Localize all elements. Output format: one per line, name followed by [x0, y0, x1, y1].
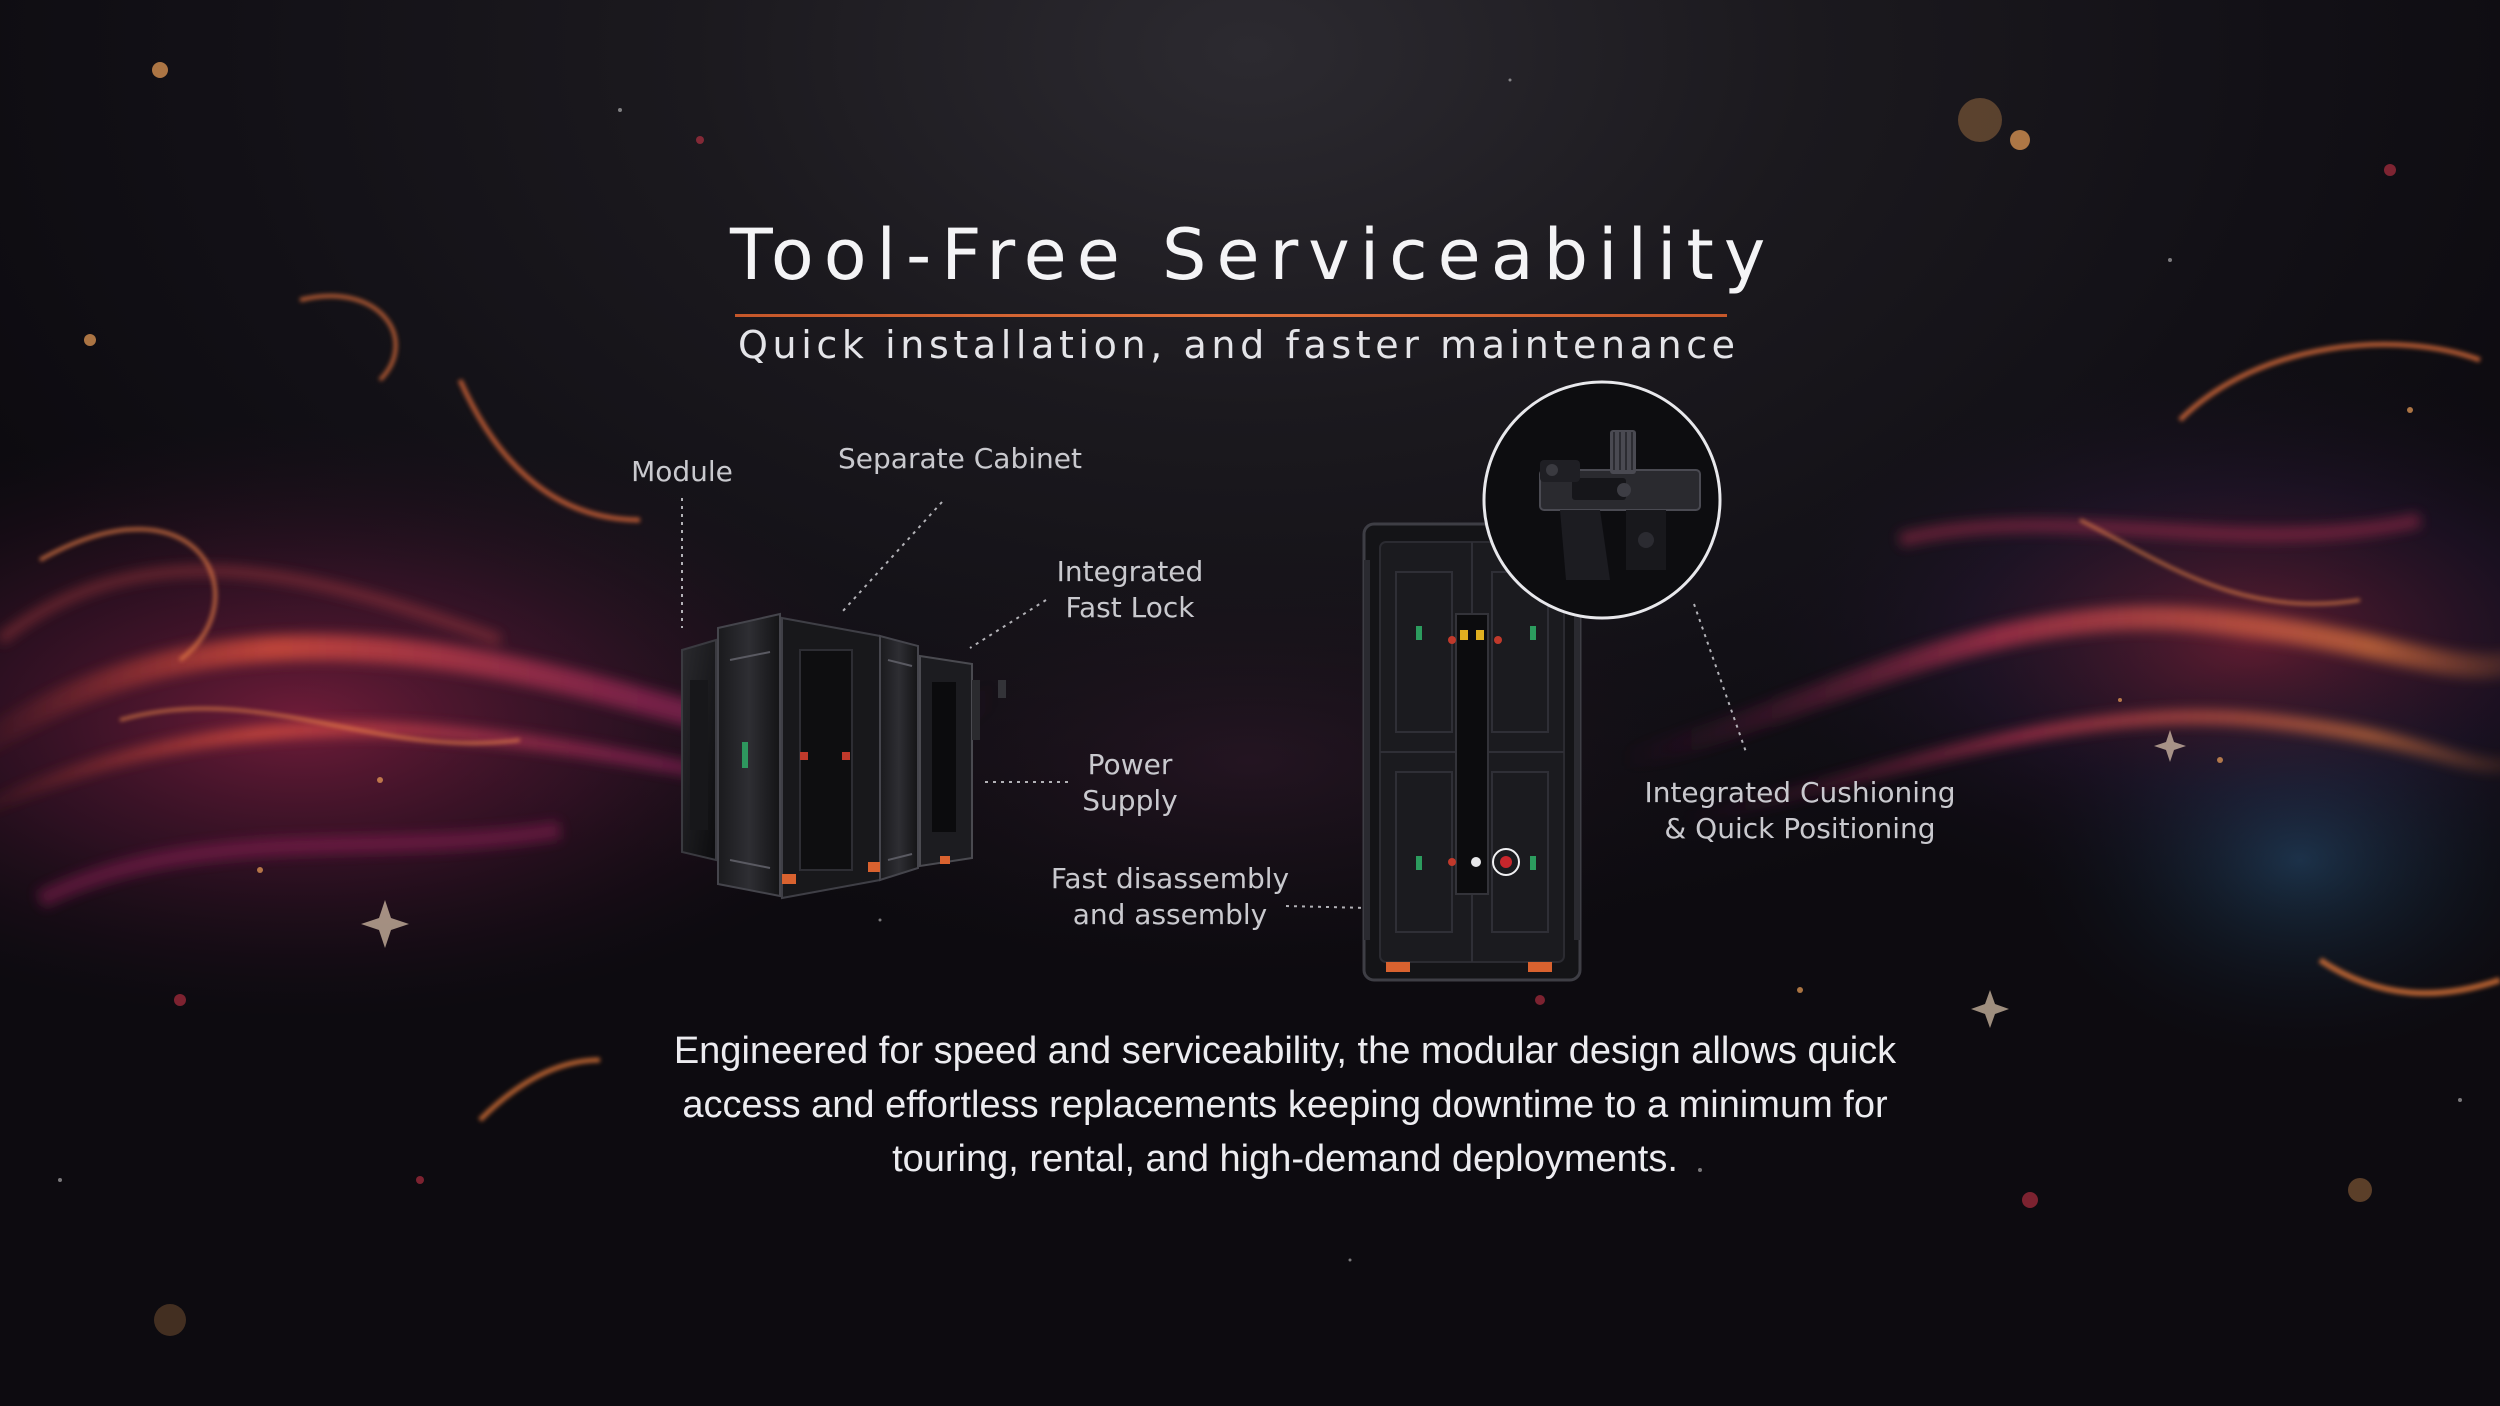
- leader-lines: [681, 498, 1747, 909]
- callout-separate-cabinet: Separate Cabinet: [820, 441, 1100, 477]
- lock-detail-magnifier: [1482, 380, 1722, 620]
- callout-power-line2: Supply: [1082, 784, 1178, 817]
- callout-module: Module: [612, 454, 752, 490]
- callout-fast-lock-line2: Fast Lock: [1065, 591, 1195, 624]
- title-underline: [735, 314, 1727, 317]
- callout-integrated-fast-lock: Integrated Fast Lock: [1030, 554, 1230, 626]
- callout-separate-cabinet-text: Separate Cabinet: [838, 442, 1082, 475]
- callout-power-supply: Power Supply: [1060, 747, 1200, 819]
- description-line-1: Engineered for speed and serviceability,…: [673, 1030, 1897, 1072]
- page-title: Tool-Free Serviceability: [730, 214, 1776, 296]
- callout-fast-dis-line1: Fast disassembly: [1050, 862, 1290, 895]
- callout-cushion-line1: Integrated Cushioning: [1644, 776, 1956, 809]
- description-line-2: access and effortless replacements keepi…: [682, 1084, 1888, 1126]
- callout-module-text: Module: [631, 455, 733, 488]
- callout-cushion-line2: & Quick Positioning: [1664, 812, 1936, 845]
- page-subtitle: Quick installation, and faster maintenan…: [738, 323, 1740, 367]
- callout-integrated-cushioning: Integrated Cushioning & Quick Positionin…: [1620, 775, 1980, 847]
- description-line-3: touring, rental, and high-demand deploym…: [892, 1138, 1678, 1180]
- callout-fast-lock-line1: Integrated: [1056, 555, 1204, 588]
- callout-power-line1: Power: [1087, 748, 1173, 781]
- description-paragraph: Engineered for speed and serviceability,…: [600, 1024, 1970, 1186]
- callout-fast-dis-line2: and assembly: [1072, 898, 1268, 931]
- callout-fast-disassembly: Fast disassembly and assembly: [1030, 861, 1310, 933]
- exploded-cabinet-illustration: [681, 612, 1006, 900]
- assembled-cabinet-illustration: [1362, 522, 1582, 982]
